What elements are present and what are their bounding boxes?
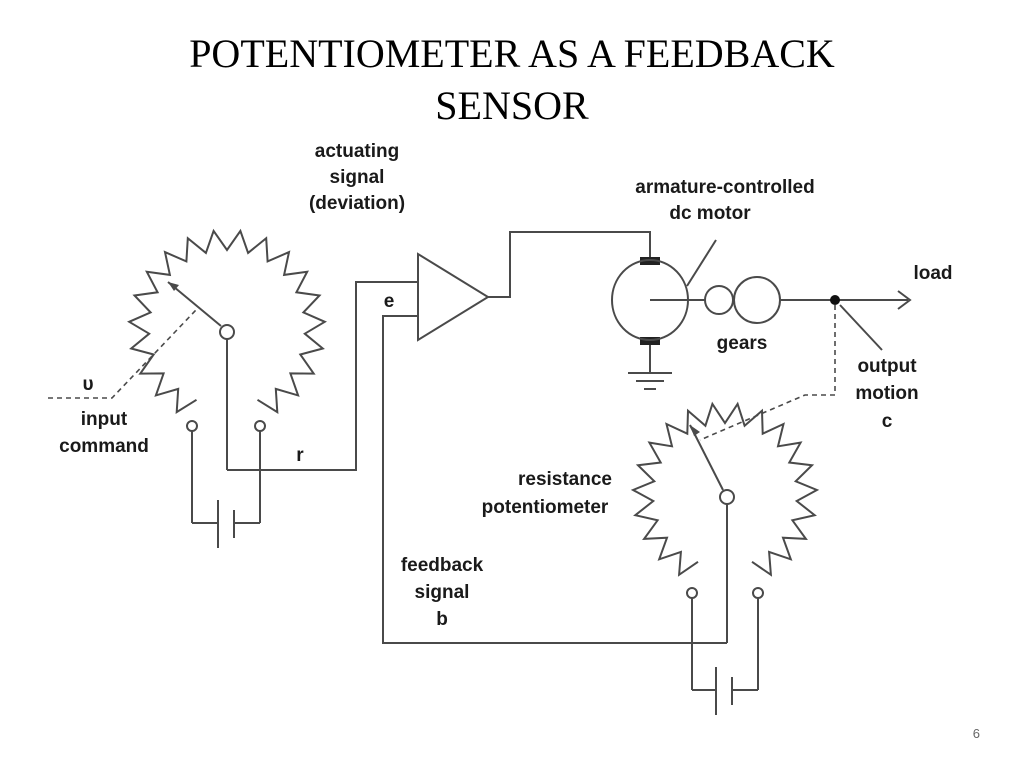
label-motion: motion [855,383,918,404]
label-output: output [857,356,917,377]
label-resistance: resistance [518,469,612,490]
label-signal: signal [330,167,385,188]
input-pot-terminal-left [186,420,198,432]
feedback-pot-terminal-right [752,587,764,599]
label-input: input [81,409,128,430]
feedback-pot-wiper-pivot [719,489,735,505]
feedback-pot-terminal-left [686,587,698,599]
feedback-wire [382,315,690,644]
feedback-pot-wiper [689,424,724,491]
load-arrow [897,290,912,310]
input-pot-wiper [167,281,222,327]
output-junction [830,295,840,305]
reference-signal-wire [227,281,418,471]
feedback-pot-wiper-arrow [690,425,700,436]
motor-label-pointer [686,239,717,287]
amplifier [417,252,490,342]
output-label-pointer [839,304,883,351]
amplifier-output-wire [488,231,651,298]
page-number: 6 [972,726,980,741]
label-actuating: actuating [315,141,399,162]
label-command: command [59,436,149,457]
input-command-dashed-link [48,309,197,399]
label-r: r [296,445,304,466]
label-b: b [436,609,448,630]
gear-small [704,285,734,315]
label-c: c [882,411,893,432]
label-dc-motor: dc motor [669,203,751,224]
input-pot-wiper-pivot [219,324,235,340]
label-load: load [913,263,952,284]
feedback-potentiometer [630,401,820,577]
label-e: e [384,291,395,312]
output-dashed-link [699,305,836,441]
label-deviation: (deviation) [309,193,405,214]
slide-title: POTENTIOMETER AS A FEEDBACK SENSOR [189,31,835,128]
label-potentiometer: potentiometer [482,497,609,518]
gear-large [733,276,781,324]
label-feedback-signal: signal [415,582,470,603]
label-theta: υ [82,374,93,395]
label-armature-controlled: armature-controlled [635,177,814,198]
input-pot-wiper-arrow [168,282,179,291]
input-potentiometer [127,228,327,414]
label-gears: gears [717,333,768,354]
label-feedback: feedback [401,555,484,576]
input-pot-terminal-right [254,420,266,432]
